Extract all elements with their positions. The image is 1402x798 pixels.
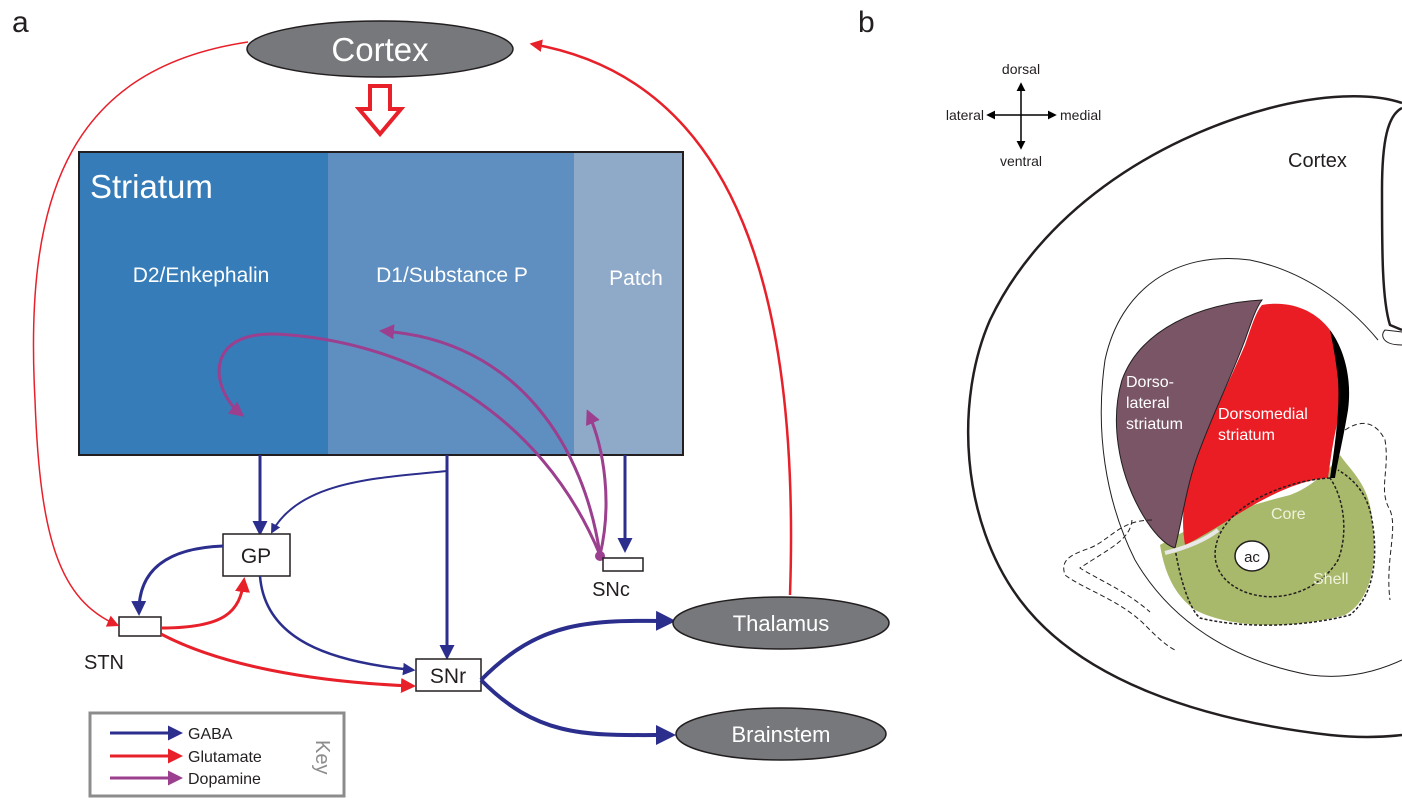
ventral-striatum-region [1160, 455, 1375, 626]
panel-a-label: a [12, 6, 29, 39]
ac-label: ac [1244, 549, 1260, 566]
lateral-dashed-structures [1063, 519, 1176, 651]
gaba-snr-to-thalamus [479, 610, 676, 682]
lateral-ventricle-sliver [1330, 330, 1350, 478]
anterior-commissure [1234, 540, 1270, 572]
dorsomedial-striatum-region [1183, 303, 1343, 545]
patch-label: Patch [609, 267, 663, 290]
panel-b: b dorsal ventral lateral medial Cortex [858, 6, 1402, 739]
compass-medial: medial [1060, 107, 1101, 123]
midline-outline [1380, 106, 1402, 332]
brain-outer-outline [966, 95, 1402, 739]
snc-box [602, 557, 644, 572]
cortex-b-label: Cortex [1288, 150, 1347, 172]
ventral-striatum-outline [1174, 469, 1376, 626]
brainstem-oval [675, 707, 887, 761]
thalamus-label: Thalamus [733, 611, 830, 636]
stn-label: STN [84, 652, 124, 674]
glu-stn-to-gp [160, 577, 250, 630]
lateral-dashed-structures-2 [1079, 519, 1151, 613]
key-legend: Key GABA Glutamate Dopamine [88, 711, 346, 798]
key-gaba-label: GABA [188, 726, 233, 743]
striatum-title: Striatum [90, 168, 213, 205]
key-title: Key [311, 740, 333, 774]
dopamine-arrow-to-patch [586, 409, 608, 556]
dls-label-line1: Dorso- [1126, 374, 1174, 391]
striatum-d2-region [79, 152, 328, 455]
snr-box [415, 658, 482, 692]
brainstem-label: Brainstem [731, 722, 830, 747]
dorsolateral-striatum-region [1115, 299, 1264, 549]
d1-substance-p-label: D1/Substance P [376, 264, 528, 287]
striatum-box [78, 151, 684, 456]
cortex-oval [246, 20, 514, 78]
dms-label-line1: Dorsomedial [1218, 406, 1308, 423]
gaba-gp-to-snr [258, 575, 416, 676]
dms-label-line2: striatum [1218, 427, 1275, 444]
medial-dashed-structures [1344, 422, 1394, 601]
compass-dorsal: dorsal [1002, 61, 1040, 77]
panel-a: a Cortex Striatum D2/Enkephalin D1/Subst… [12, 6, 890, 798]
cortex-to-striatum-arrow [354, 84, 406, 138]
key-glutamate-label: Glutamate [188, 749, 262, 766]
core-label: Core [1271, 506, 1306, 523]
gp-box [222, 533, 291, 577]
snc-label: SNc [592, 579, 630, 601]
glu-cortex-to-stn [32, 41, 249, 627]
d2-enkephalin-label: D2/Enkephalin [133, 264, 270, 287]
gaba-gp-to-stn [131, 544, 224, 616]
shell-label: Shell [1313, 571, 1349, 588]
cortex-inner-outline [1100, 258, 1402, 677]
glu-thalamus-to-cortex [529, 39, 793, 596]
stn-box [118, 616, 162, 637]
snr-label: SNr [430, 665, 466, 688]
dls-label-line3: striatum [1126, 416, 1183, 433]
thalamus-oval [672, 596, 890, 650]
core-outline [1214, 477, 1345, 598]
compass-ventral: ventral [1000, 153, 1042, 169]
orientation-compass: dorsal ventral lateral medial [946, 61, 1101, 169]
cortex-label: Cortex [331, 31, 429, 68]
striatum-patch-region [574, 152, 683, 455]
dopamine-arrow-to-d1 [379, 324, 602, 556]
gaba-snr-to-brainstem [479, 678, 676, 746]
dls-label-line2: lateral [1126, 395, 1170, 412]
panel-b-label: b [858, 6, 875, 39]
glu-stn-to-snr [160, 632, 416, 694]
ventricle-outline [1382, 329, 1402, 346]
dopamine-arrow-to-d2 [217, 332, 602, 556]
striatum-d1-region [328, 152, 574, 455]
compass-lateral: lateral [946, 107, 984, 123]
gaba-d1-to-gp [271, 470, 448, 534]
gp-label: GP [241, 545, 271, 568]
white-matter-streak [1164, 528, 1220, 555]
key-dopamine-label: Dopamine [188, 771, 261, 788]
